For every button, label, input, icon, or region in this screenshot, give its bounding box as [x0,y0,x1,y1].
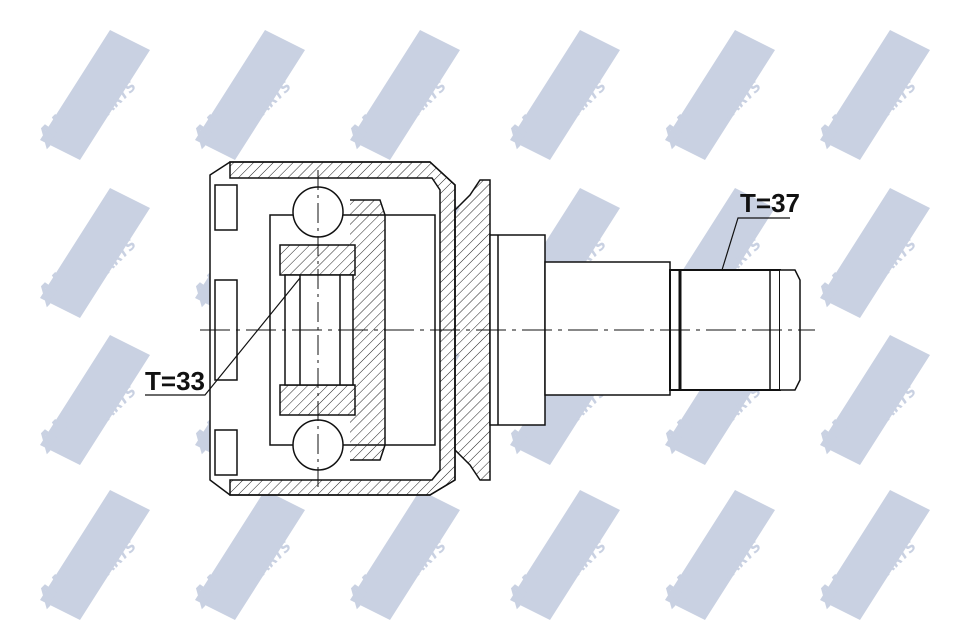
watermark-logo [340,490,460,620]
watermark-logo [30,188,151,318]
shaft [544,261,671,396]
leader-inner [145,277,301,396]
watermark-logo [30,490,151,620]
watermark-logo [500,30,620,160]
watermark-logo [810,188,930,318]
watermark-logo [30,30,151,160]
watermark-logo [810,335,930,465]
watermark-logo [185,30,305,160]
cv-joint [145,161,815,496]
watermark-logo [500,490,620,620]
flange [454,179,491,481]
label-inner-spline: T=33 [145,366,205,396]
label-outer-spline: T=37 [740,188,800,218]
watermark-logo [655,30,775,160]
watermark-logo [30,335,151,465]
watermark-logo [810,30,930,160]
leader-outer [721,217,790,271]
watermark-logo [185,490,305,620]
watermark-logo [655,490,775,620]
watermark-logo [340,30,460,160]
watermark-logo [810,490,930,620]
